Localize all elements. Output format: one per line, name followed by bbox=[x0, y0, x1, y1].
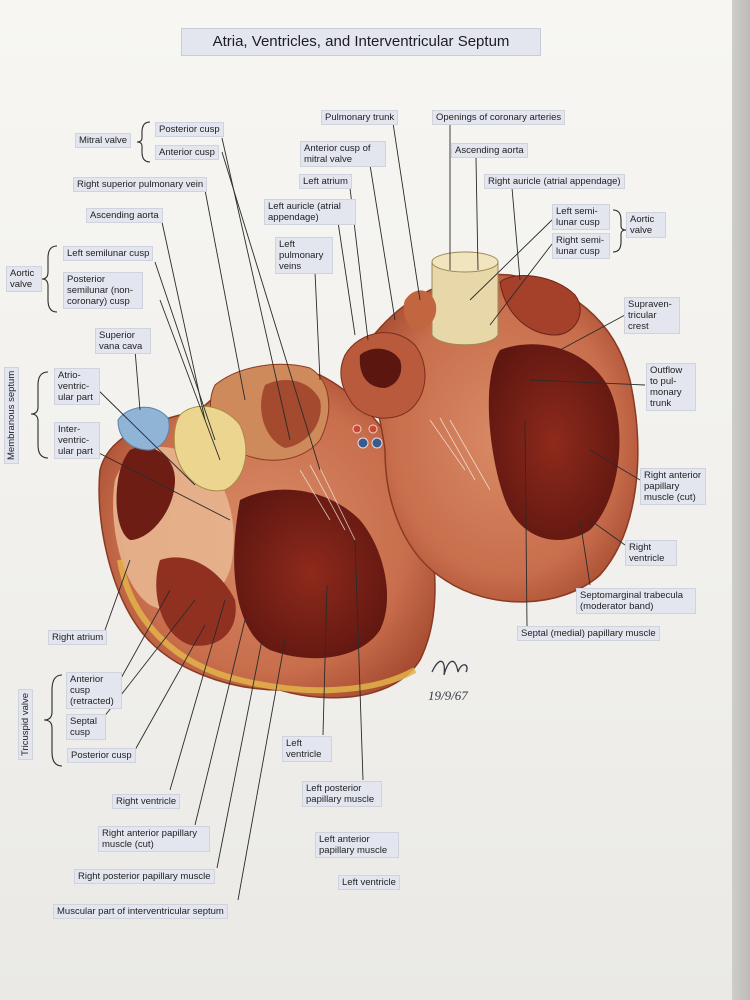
label-left-posterior-papillary: Left posterior papillary muscle bbox=[302, 781, 382, 807]
label-left-auricle: Left auricle (atrial appendage) bbox=[264, 199, 356, 225]
label-left-pulmonary-veins: Left pulmonary veins bbox=[275, 237, 333, 274]
svg-text:19/9/67: 19/9/67 bbox=[428, 688, 468, 703]
label-muscular-septum: Muscular part of interventricular septum bbox=[53, 904, 228, 919]
label-outflow: Outflow to pul-monary trunk bbox=[646, 363, 696, 411]
label-anterior-cusp-top: Anterior cusp bbox=[155, 145, 219, 160]
label-tricuspid-valve: Tricuspid valve bbox=[18, 688, 33, 760]
label-left-semilunar-cusp-right: Left semi-lunar cusp bbox=[552, 204, 610, 230]
label-aortic-valve-left: Aortic valve bbox=[6, 266, 42, 292]
label-anterior-cusp-mitral: Anterior cusp of mitral valve bbox=[300, 141, 386, 167]
label-aortic-valve-right: Aortic valve bbox=[626, 212, 666, 238]
page-title: Atria, Ventricles, and Interventricular … bbox=[181, 28, 541, 56]
label-right-anterior-papillary-right: Right anterior papillary muscle (cut) bbox=[640, 468, 706, 505]
label-ascending-aorta-right: Ascending aorta bbox=[451, 143, 528, 158]
label-posterior-cusp-top: Posterior cusp bbox=[155, 122, 224, 137]
label-right-atrium: Right atrium bbox=[48, 630, 108, 645]
label-right-posterior-papillary: Right posterior papillary muscle bbox=[74, 869, 215, 884]
label-pulmonary-trunk: Pulmonary trunk bbox=[321, 110, 399, 125]
label-posterior-semilunar-cusp: Posterior semilunar (non-coronary) cusp bbox=[63, 272, 143, 309]
label-anterior-cusp-retracted: Anterior cusp (retracted) bbox=[66, 672, 122, 709]
label-ascending-aorta-left: Ascending aorta bbox=[86, 208, 163, 223]
label-mitral-valve: Mitral valve bbox=[75, 133, 132, 148]
label-right-auricle: Right auricle (atrial appendage) bbox=[484, 174, 625, 189]
label-left-atrium: Left atrium bbox=[299, 174, 352, 189]
label-openings-coronary: Openings of coronary arteries bbox=[432, 110, 566, 125]
label-membranous-septum: Membranous septum bbox=[4, 366, 19, 464]
label-septal-papillary: Septal (medial) papillary muscle bbox=[517, 626, 660, 641]
sheet-edge bbox=[732, 0, 750, 1000]
label-atrioventricular-part: Atrio-ventric-ular part bbox=[54, 368, 100, 405]
label-left-ventricle-bottom: Left ventricle bbox=[338, 875, 400, 890]
label-right-anterior-papillary-bottom: Right anterior papillary muscle (cut) bbox=[98, 826, 210, 852]
label-left-ventricle-mid: Left ventricle bbox=[282, 736, 332, 762]
label-right-superior-pulmonary-vein: Right superior pulmonary vein bbox=[73, 177, 208, 192]
label-right-ventricle-bottom: Right ventricle bbox=[112, 794, 181, 809]
label-left-anterior-papillary: Left anterior papillary muscle bbox=[315, 832, 399, 858]
label-right-ventricle-right: Right ventricle bbox=[625, 540, 677, 566]
label-septomarginal-trabecula: Septomarginal trabecula (moderator band) bbox=[576, 588, 696, 614]
label-superior-vena-cava: Superior vana cava bbox=[95, 328, 151, 354]
label-interventricular-part: Inter-ventric-ular part bbox=[54, 422, 100, 459]
label-left-semilunar-cusp: Left semilunar cusp bbox=[63, 246, 154, 261]
label-supraventricular-crest: Supraven-tricular crest bbox=[624, 297, 680, 334]
label-septal-cusp: Septal cusp bbox=[66, 714, 106, 740]
label-posterior-cusp-bottom: Posterior cusp bbox=[67, 748, 136, 763]
label-right-semilunar-cusp: Right semi-lunar cusp bbox=[552, 233, 610, 259]
